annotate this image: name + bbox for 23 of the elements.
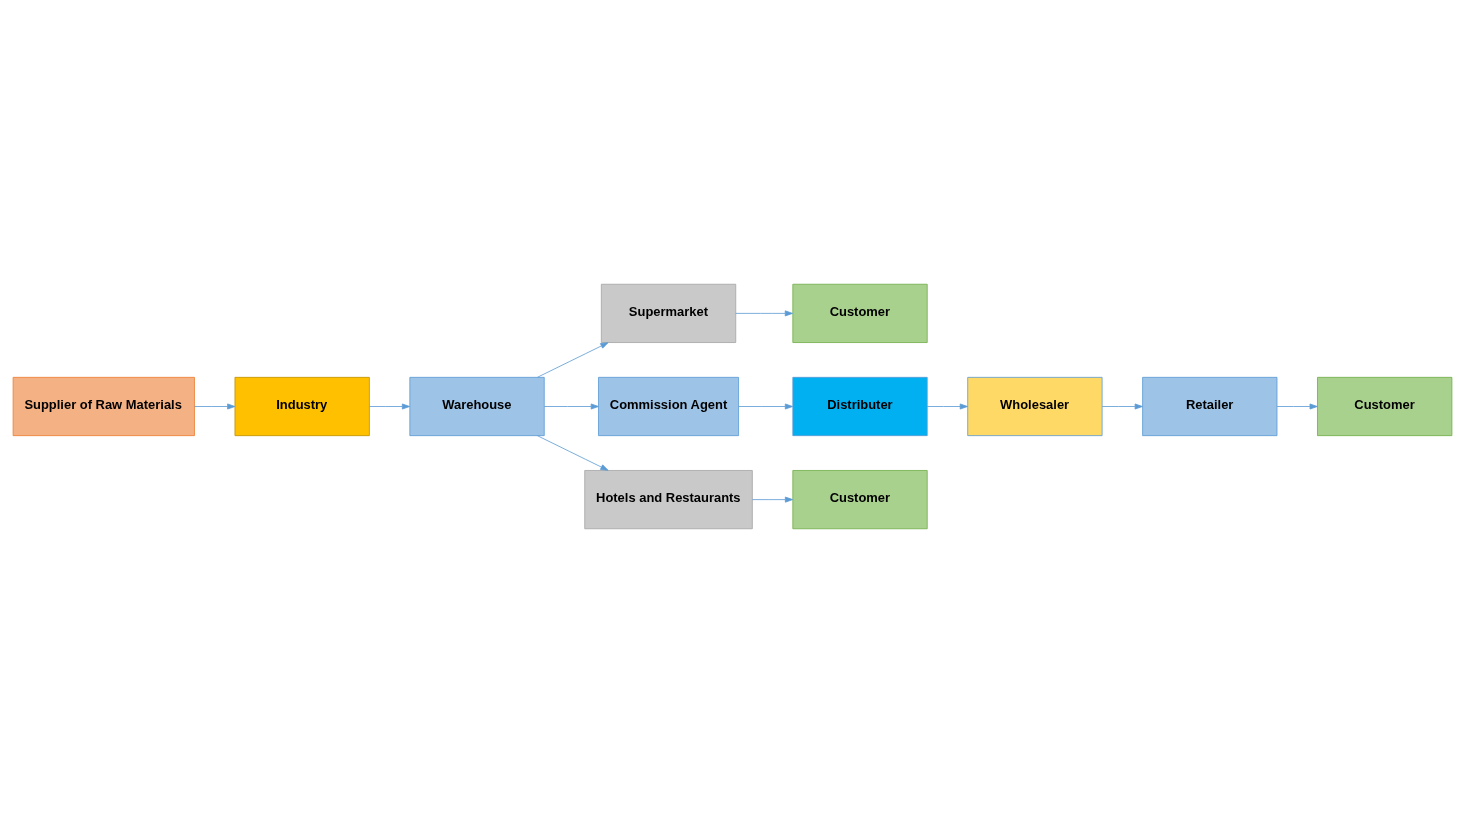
arrow (738, 403, 793, 410)
arrow (926, 403, 968, 410)
node-box: Hotels and Restaurants (584, 470, 753, 530)
arrow (194, 403, 236, 410)
arrow (537, 342, 609, 378)
node-box: Industry (234, 376, 370, 437)
arrow (537, 435, 609, 471)
node-box: Distributer (792, 376, 928, 437)
node-box: Customer (792, 283, 928, 343)
arrow (369, 403, 411, 410)
arrow (1101, 403, 1143, 410)
node-box: Supplier of Raw Materials (12, 376, 195, 437)
arrow (751, 496, 794, 503)
node-box: Customer (1317, 376, 1453, 437)
arrow (1276, 403, 1318, 410)
node-box: Wholesaler (967, 376, 1103, 437)
arrow (735, 310, 793, 317)
arrow (543, 403, 599, 410)
node-box: Customer (792, 470, 928, 530)
node-box: Supermarket (600, 283, 737, 343)
node-box: Warehouse (409, 376, 545, 437)
node-box: Commission Agent (598, 376, 739, 437)
node-box: Retailer (1142, 376, 1278, 437)
